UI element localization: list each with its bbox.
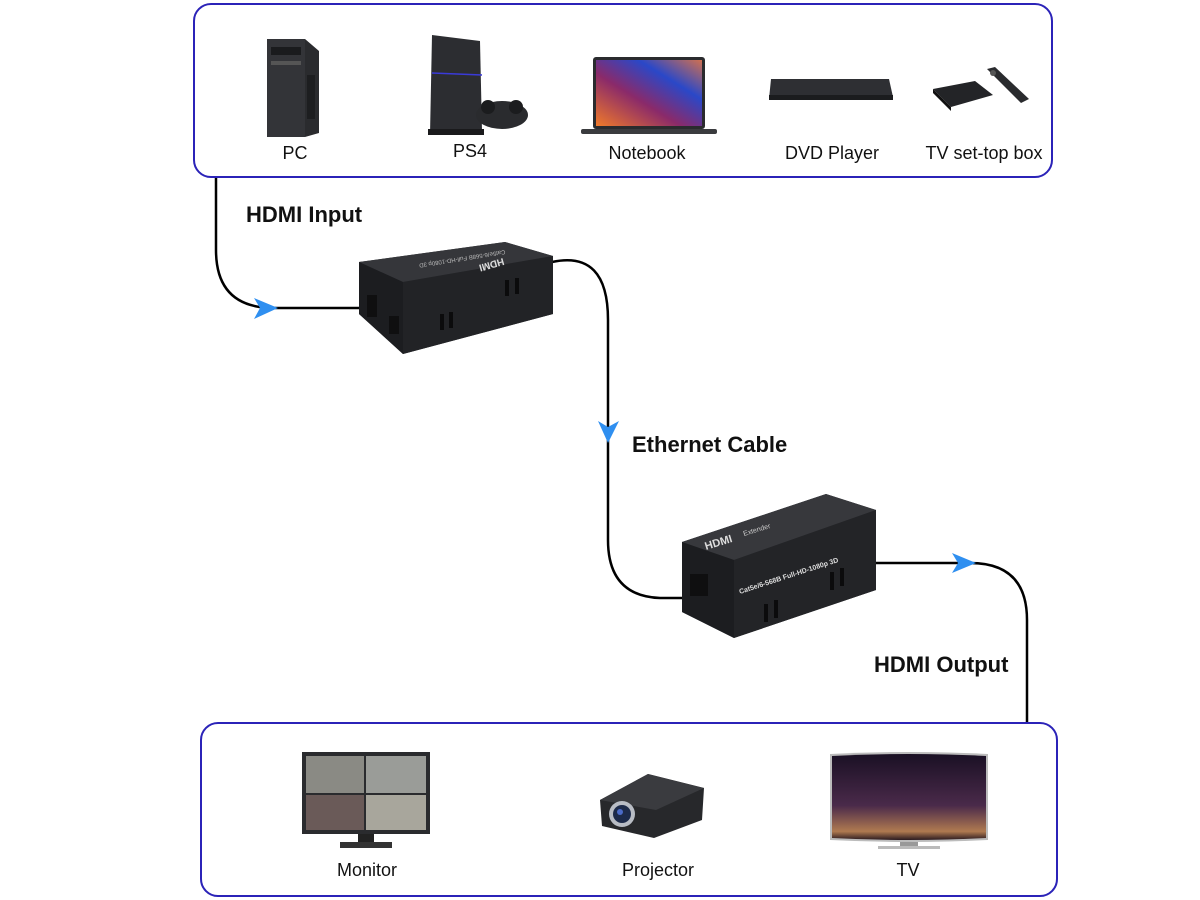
device-label: Projector bbox=[621, 860, 695, 880]
pc-tower-icon bbox=[267, 39, 319, 137]
device-tv: TV bbox=[828, 752, 988, 892]
source-devices-panel: PC PS4 Notebook DVD bbox=[193, 3, 1053, 178]
device-label: Monitor bbox=[336, 860, 398, 880]
device-pc: PC bbox=[245, 35, 355, 175]
tv-icon bbox=[830, 752, 988, 849]
hdmi-extender-transmitter: HDMI Cat5e/6-568B Full-HD-1080p 3D bbox=[359, 242, 553, 354]
device-monitor: Monitor bbox=[302, 752, 432, 892]
device-label: PC bbox=[282, 143, 308, 163]
device-label: Notebook bbox=[608, 143, 686, 163]
device-notebook: Notebook bbox=[577, 55, 717, 175]
hdmi-output-label: HDMI Output bbox=[874, 652, 1009, 677]
hdmi-input-label: HDMI Input bbox=[246, 202, 363, 227]
device-dvd-player: DVD Player bbox=[767, 65, 897, 175]
notebook-laptop-icon bbox=[581, 57, 717, 134]
device-label: TV set-top box bbox=[925, 143, 1043, 163]
device-label: DVD Player bbox=[784, 143, 880, 163]
set-top-box-icon bbox=[933, 67, 1029, 111]
dvd-player-icon bbox=[769, 79, 893, 100]
projector-icon bbox=[600, 774, 704, 838]
hdmi-input-wire bbox=[214, 178, 375, 310]
hdmi-extender-receiver: HDMI Extender Cat5e/6-568B Full-HD-1080p… bbox=[682, 494, 876, 638]
device-label: TV bbox=[896, 860, 920, 880]
ps4-console-icon bbox=[428, 35, 528, 135]
hdmi-output-arrow-icon bbox=[952, 553, 976, 573]
device-label: PS4 bbox=[452, 141, 488, 161]
hdmi-output-wire bbox=[872, 561, 1029, 722]
device-tv-set-top-box: TV set-top box bbox=[919, 65, 1049, 175]
display-devices-panel: Monitor Projector TV bbox=[200, 722, 1058, 897]
device-ps4: PS4 bbox=[410, 33, 530, 173]
ethernet-cable-label: Ethernet Cable bbox=[632, 432, 788, 457]
device-projector: Projector bbox=[594, 770, 724, 890]
monitor-icon bbox=[302, 752, 430, 848]
ethernet-arrow-icon bbox=[598, 421, 619, 443]
hdmi-input-arrow-icon bbox=[254, 298, 278, 319]
